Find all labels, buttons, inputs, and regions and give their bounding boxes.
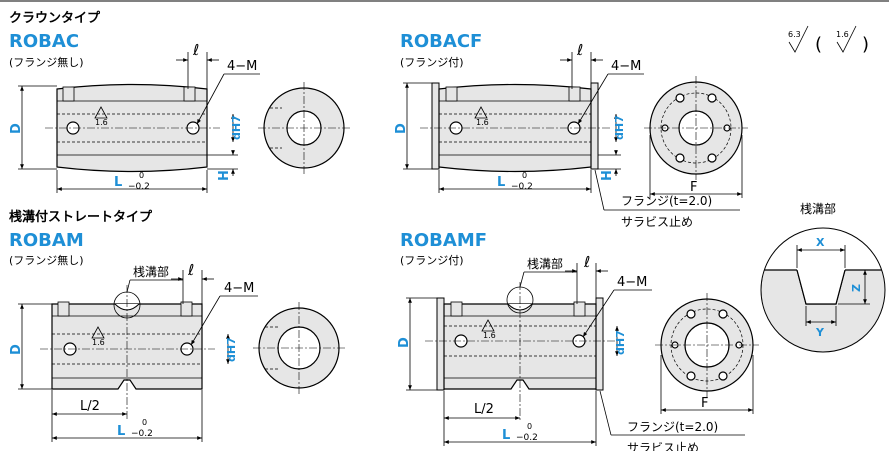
robacf-label-dH7: dH7 <box>613 115 626 140</box>
surface-roughness-symbol: 6.3 ( 1.6 ) <box>788 25 869 55</box>
groove-detail-Z: Z <box>850 284 863 292</box>
robam-tol-lower: −0.2 <box>131 429 153 439</box>
robamf-code: ROBAMF <box>400 230 487 251</box>
groove-detail-X: X <box>816 236 825 249</box>
robam-note: (フランジ無し) <box>9 253 84 267</box>
robacf-roughness-value: 1.6 <box>476 118 489 127</box>
robacf-label-screw: サラビス止め <box>621 215 693 229</box>
robam-label-thread: 4−M <box>224 281 254 296</box>
robamf-label-dH7: dH7 <box>614 330 627 355</box>
robac-note: (フランジ無し) <box>9 55 84 69</box>
robac-slot-left <box>62 86 75 102</box>
robamf-tol-upper: 0 <box>527 422 532 431</box>
robac-label-L: L <box>114 175 122 190</box>
robacf-label-ell: ℓ <box>576 41 583 59</box>
robam-label-D: D <box>9 344 24 355</box>
roughness-value-sub: 1.6 <box>836 30 849 39</box>
crown-type-heading: クラウンタイプ <box>9 11 101 26</box>
roughness-check-icon-2 <box>836 25 857 53</box>
robac-roughness-triangle <box>94 106 108 119</box>
robac-label-dH7: dH7 <box>230 115 243 140</box>
groove-detail-title: 桟溝部 <box>800 201 836 216</box>
groove-detail-Y: Y <box>815 326 825 339</box>
robamf-label-groove: 桟溝部 <box>527 256 563 271</box>
robac-code: ROBAC <box>9 31 79 52</box>
robam-code: ROBAM <box>9 230 84 251</box>
robamf-tol-lower: −0.2 <box>516 433 538 443</box>
robacf-label-F: F <box>690 180 697 195</box>
robam-label-L: L <box>117 424 125 439</box>
robam-tol-upper: 0 <box>142 418 147 427</box>
robac-label-thread: 4−M <box>227 59 257 74</box>
groove-detail: 桟溝部 X Y Z <box>760 201 886 353</box>
robac-tol-lower: −0.2 <box>128 182 150 192</box>
robac-slot-right <box>183 86 196 102</box>
robacf-label-L: L <box>497 175 505 190</box>
roughness-check-icon-1 <box>788 25 809 53</box>
robamf-label-thread: 4−M <box>617 275 647 290</box>
paren-open: ( <box>815 34 822 55</box>
robac-roughness-value: 1.6 <box>95 118 108 127</box>
robam-label-L2: L/2 <box>80 399 100 414</box>
robam-drawing: ROBAM (フランジ無し) 1.6 D 桟溝部 ℓ 4−M dH7 <box>9 230 345 442</box>
robamf-label-flange: フランジ(t=2.0) <box>627 420 718 434</box>
robamf-note: (フランジ付) <box>400 254 464 267</box>
robacf-label-H: H <box>600 170 615 181</box>
roughness-value-main: 6.3 <box>788 30 801 39</box>
robacf-note: (フランジ付) <box>400 56 464 69</box>
robamf-body <box>443 303 597 390</box>
robamf-drawing: ROBAMF (フランジ付) 1.6 D 桟溝部 ℓ 4−M <box>397 230 759 451</box>
robac-label-ell: ℓ <box>192 41 199 59</box>
paren-close: ) <box>862 34 869 55</box>
robamf-roughness-value: 1.6 <box>483 331 496 340</box>
robac-label-D: D <box>9 123 24 134</box>
robam-label-ell: ℓ <box>187 261 194 279</box>
robamf-label-screw: サラビス止め <box>627 441 699 451</box>
robamf-label-F: F <box>701 396 708 411</box>
robacf-flange-left <box>431 82 440 170</box>
robacf-code: ROBACF <box>400 31 482 52</box>
robam-roughness-value: 1.6 <box>92 338 105 347</box>
robacf-label-thread: 4−M <box>611 59 641 74</box>
robamf-label-ell: ℓ <box>583 253 590 271</box>
robamf-label-L: L <box>502 428 510 443</box>
robacf-drawing: ROBACF (フランジ付) 1.6 D ℓ 4−M dH7 H <box>394 31 748 229</box>
robacf-label-flange: フランジ(t=2.0) <box>621 194 712 208</box>
robac-label-H: H <box>217 170 232 181</box>
robac-tol-upper: 0 <box>139 171 144 180</box>
robac-drawing: ROBAC (フランジ無し) 1.6 D ℓ 4−M dH7 H <box>9 31 350 193</box>
robamf-label-L2: L/2 <box>474 402 494 417</box>
robacf-tol-lower: −0.2 <box>511 182 533 192</box>
robacf-label-D: D <box>394 123 409 134</box>
robam-label-dH7: dH7 <box>225 337 238 362</box>
robamf-label-D: D <box>397 337 412 348</box>
slotted-type-heading: 桟溝付ストレートタイプ <box>9 209 153 225</box>
robam-label-groove: 桟溝部 <box>133 264 169 279</box>
robacf-tol-upper: 0 <box>522 171 527 180</box>
